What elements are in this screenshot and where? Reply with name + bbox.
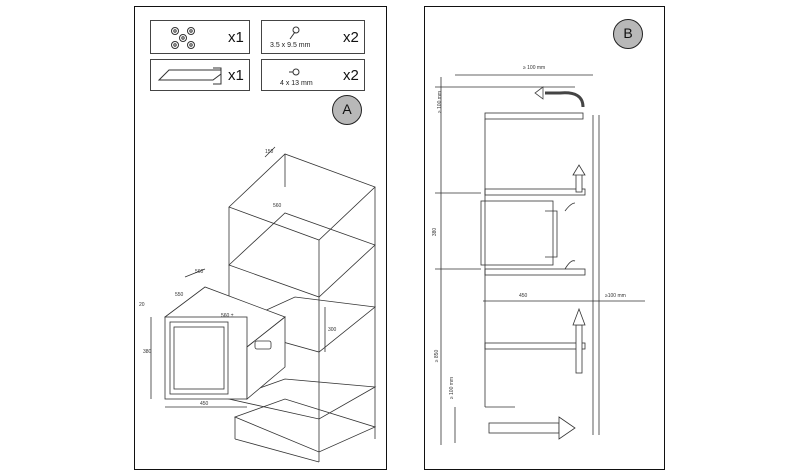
dim-side: 20	[139, 302, 145, 308]
part-qty: x2	[343, 67, 359, 84]
panel-b: B	[424, 6, 665, 470]
badge-b: B	[613, 19, 643, 49]
dim-oven-height: 380	[143, 349, 152, 355]
dim-depth-b: 450	[519, 293, 528, 299]
part-qty: x1	[228, 29, 244, 46]
dim-top-gap: ≥ 100 mm	[523, 65, 546, 71]
dim-depth: 150	[265, 149, 274, 155]
fastener-set-icon	[171, 27, 195, 49]
dim-niche: 300	[328, 327, 337, 333]
dim-total-height: ≥ 850	[434, 349, 441, 363]
part-screw: 3.5 x 9.5 mm x2	[261, 20, 365, 54]
badge-a: A	[332, 95, 362, 125]
screw-icon	[289, 26, 300, 40]
dim-width: 560	[273, 203, 282, 209]
part-spec: 4 x 13 mm	[280, 80, 313, 87]
part-qty: x1	[228, 67, 244, 84]
small-screw-icon	[289, 68, 300, 76]
dim-side-gap: ≥100 mm	[605, 293, 626, 299]
dim-bottom-gap: ≥ 100 mm	[449, 376, 456, 400]
part-spec: 3.5 x 9.5 mm	[270, 42, 311, 49]
ventilation-drawing-b	[435, 74, 645, 445]
panel-a: x1 3.5 x 9.5 mm x2 x1 4 x 13 mm x2 A	[134, 6, 387, 470]
dim-top: 550	[175, 292, 184, 298]
trim-strip-icon	[157, 67, 222, 85]
dim-oven-width: 560 ±	[221, 313, 234, 319]
part-trim-strip: x1	[150, 59, 250, 91]
dim-inner: 560	[195, 269, 204, 275]
part-small-screw: 4 x 13 mm x2	[261, 59, 365, 91]
part-qty: x2	[343, 29, 359, 46]
dim-left-gap: ≥ 100 mm	[437, 90, 444, 114]
dim-niche-height: 380	[432, 227, 439, 237]
dim-oven-depth: 450	[200, 401, 209, 407]
part-fastener-set: x1	[150, 20, 250, 54]
installation-drawing-a	[150, 146, 377, 463]
